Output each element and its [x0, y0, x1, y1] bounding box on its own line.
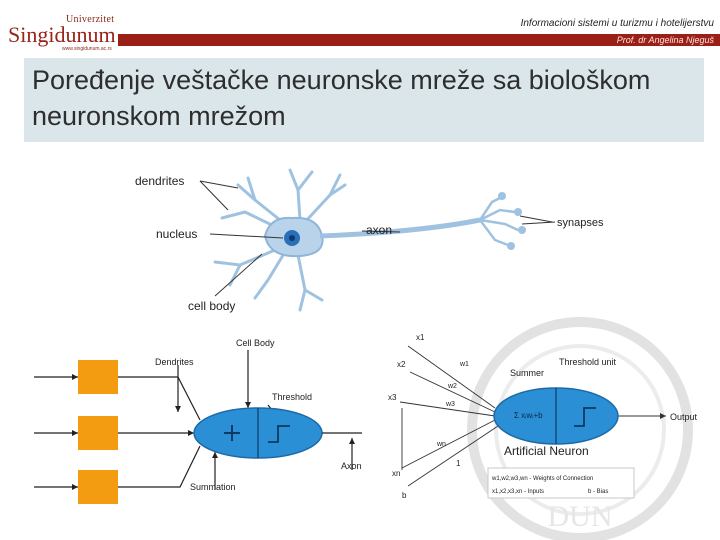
label-axon: axon	[366, 223, 392, 237]
author-name: Prof. dr Angelina Njeguš	[616, 35, 714, 45]
neuron-model	[34, 350, 362, 504]
model-label-dendrites: Dendrites	[155, 357, 194, 367]
input-box-3	[78, 470, 118, 504]
neuron-comparison-figure: dendrites nucleus axon synapses cell bod…	[34, 168, 698, 504]
slide-title: Poređenje veštačke neuronske mreže sa bi…	[32, 65, 651, 131]
weight-wn: wn	[436, 441, 446, 448]
model-label-summation: Summation	[190, 482, 236, 492]
artificial-neuron-title: Artificial Neuron	[504, 444, 589, 458]
bias-weight: 1	[456, 459, 461, 468]
input-box-1	[78, 360, 118, 394]
legend-weights: w1,w2,w3,wn - Weights of Connection	[491, 476, 593, 482]
logo-url: www.singidunum.ac.rs	[62, 46, 112, 52]
weight-w3: w3	[445, 401, 455, 408]
header-bar	[118, 34, 720, 46]
biological-neuron	[199, 168, 556, 312]
label-cell-body: cell body	[188, 299, 235, 313]
logo-university-word: Univerzitet	[66, 14, 115, 25]
weight-w2: w2	[447, 383, 457, 390]
input-x1: x1	[416, 333, 425, 342]
artificial-neuron	[399, 345, 666, 499]
input-bias: b	[402, 491, 407, 500]
svg-text:DUN: DUN	[548, 500, 613, 533]
logo-name: Singidunum	[8, 22, 116, 47]
model-label-cell-body: Cell Body	[236, 338, 275, 348]
input-x2: x2	[397, 360, 406, 369]
seal-watermark: DUN	[467, 317, 693, 540]
course-title: Informacioni sistemi u turizmu i hotelij…	[520, 18, 714, 29]
legend-bias: b - Bias	[588, 489, 608, 495]
input-box-2	[78, 416, 118, 450]
weight-w1: w1	[459, 361, 469, 368]
threshold-unit-label: Threshold unit	[559, 357, 617, 367]
model-label-threshold: Threshold	[272, 392, 312, 402]
legend-inputs: x1,x2,x3,xn - Inputs	[492, 489, 544, 495]
label-dendrites: dendrites	[135, 174, 184, 188]
input-x3: x3	[388, 393, 397, 402]
title-box: Poređenje veštačke neuronske mreže sa bi…	[24, 58, 704, 142]
model-label-axon: Axon	[341, 461, 362, 471]
input-xn: xn	[392, 469, 400, 478]
label-synapses: synapses	[557, 217, 604, 229]
summer-label: Summer	[510, 368, 544, 378]
output-label: Output	[670, 412, 698, 422]
singidunum-logo: Univerzitet Singidunum www.singidunum.ac…	[6, 14, 118, 52]
sum-expression: Σ xᵢwᵢ+b	[514, 411, 543, 420]
label-nucleus: nucleus	[156, 227, 197, 241]
